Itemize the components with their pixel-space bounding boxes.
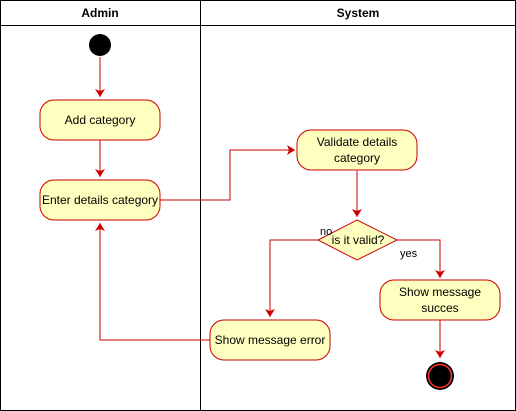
start-node xyxy=(89,34,111,56)
edge-label-no: no xyxy=(320,226,332,238)
lane-title-system: System xyxy=(337,6,380,20)
activity-validate-details-category xyxy=(296,129,418,171)
edge-decision-yes-to-success xyxy=(397,239,445,278)
activity-show-error-label: Show message error xyxy=(215,333,326,347)
activity-add-category-label: Add category xyxy=(65,113,136,127)
activity-show-success-label-line2: succes xyxy=(421,301,458,315)
activity-validate-details-label-line1: Validate details xyxy=(317,135,398,149)
activity-show-success-label-line1: Show message xyxy=(399,285,481,299)
edge-decision-no-to-error xyxy=(265,239,318,317)
activity-validate-details-label-line2: category xyxy=(334,151,380,165)
activity-show-message-success xyxy=(379,279,501,321)
end-node xyxy=(426,362,454,390)
activity-enter-details-category-label: Enter details category xyxy=(42,193,158,207)
edge-label-yes: yes xyxy=(400,248,418,260)
activity-show-message-error xyxy=(209,319,331,361)
decision-node xyxy=(316,219,399,261)
activity-enter-details-category xyxy=(39,179,161,221)
lane-title-admin: Admin xyxy=(81,6,118,20)
edges xyxy=(95,57,445,358)
edge-error-to-enter xyxy=(95,223,210,341)
activity-add-category xyxy=(39,99,161,141)
edge-enter-to-validate xyxy=(160,145,295,201)
decision-label: is it valid? xyxy=(332,233,385,247)
